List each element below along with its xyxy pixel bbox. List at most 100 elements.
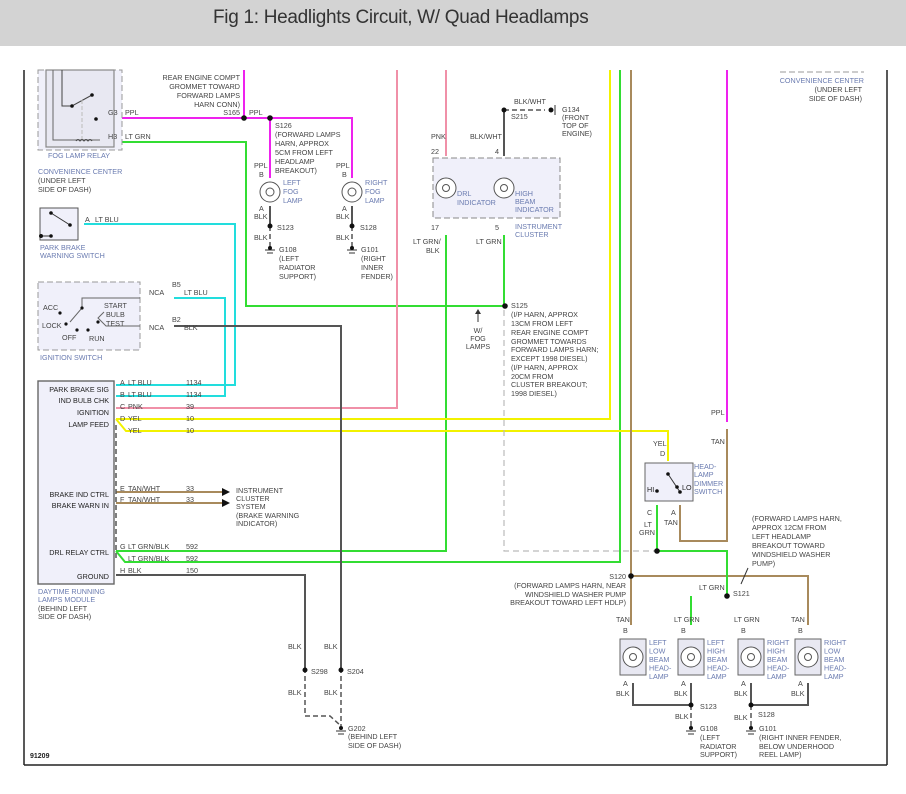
splice-s165[interactable]	[241, 115, 247, 121]
svg-text:13CM FROM LEFT: 13CM FROM LEFT	[511, 319, 574, 328]
svg-text:592: 592	[186, 554, 198, 563]
svg-text:(FRONT: (FRONT	[562, 113, 590, 122]
splice-s128-fog[interactable]	[349, 223, 355, 229]
svg-text:SIDE OF DASH): SIDE OF DASH)	[348, 741, 401, 750]
svg-text:PPL: PPL	[336, 161, 350, 170]
splice-s298[interactable]	[302, 667, 308, 673]
svg-text:A: A	[120, 378, 125, 387]
splice-s204[interactable]	[338, 667, 344, 673]
ignition-switch[interactable]: ACC LOCK OFF RUN START BULB TEST IGNITIO…	[37, 281, 141, 362]
svg-text:BREAKOUT TOWARD: BREAKOUT TOWARD	[752, 541, 825, 550]
ground-g202: G202 (BEHIND LEFT SIDE OF DASH)	[336, 724, 401, 750]
left-fog-lamp[interactable]: PPL B LEFT FOG LAMP A BLK	[254, 161, 303, 221]
right-fog-lamp[interactable]: PPL B RIGHT FOG LAMP A BLK	[336, 161, 388, 221]
svg-text:W/: W/	[474, 326, 483, 335]
svg-text:RUN: RUN	[89, 334, 105, 343]
wires	[84, 70, 809, 706]
headlamp-dimmer-switch[interactable]: HI LO HEAD- LAMP DIMMER SWITCH	[644, 462, 723, 502]
headlamp-label: LAMP	[649, 672, 669, 681]
svg-text:BREAKOUT): BREAKOUT)	[275, 166, 317, 175]
svg-text:GROMMET TOWARD: GROMMET TOWARD	[169, 82, 240, 91]
figure-header: Fig 1: Headlights Circuit, W/ Quad Headl…	[0, 0, 906, 46]
svg-text:HIGH: HIGH	[515, 189, 533, 198]
svg-text:SUPPORT): SUPPORT)	[700, 750, 737, 759]
headlamp-label: LAMP	[824, 672, 844, 681]
svg-text:DRL: DRL	[457, 189, 471, 198]
headlamp-label: HEAD-	[707, 664, 730, 673]
wire-label: BLK	[791, 689, 805, 698]
svg-text:BLK: BLK	[336, 212, 350, 221]
fog-lamp-relay-box[interactable]	[45, 69, 115, 148]
splice-s123-fog[interactable]	[267, 223, 273, 229]
svg-text:LO: LO	[682, 483, 692, 492]
wire-tan-s120	[631, 575, 809, 625]
ign-pin-b5: B5	[172, 280, 181, 289]
pin-label: B	[798, 626, 803, 635]
svg-text:RADIATOR: RADIATOR	[279, 263, 315, 272]
svg-text:A: A	[85, 215, 90, 224]
splice-s215[interactable]	[501, 107, 507, 113]
svg-text:DIMMER: DIMMER	[694, 479, 723, 488]
splice-s123-hl[interactable]	[688, 702, 694, 708]
headlamp-label: LEFT	[649, 638, 667, 647]
svg-text:REEL LAMP): REEL LAMP)	[759, 750, 801, 759]
svg-text:20CM FROM: 20CM FROM	[511, 372, 553, 381]
splice-dimmer-junction[interactable]	[654, 548, 660, 554]
svg-text:DRL RELAY CTRL: DRL RELAY CTRL	[49, 548, 109, 557]
relay-contact-dot	[90, 93, 94, 97]
pin-label: B	[741, 626, 746, 635]
relay-terminal-dot	[94, 117, 98, 121]
park-brake-switch[interactable]: A LT BLU PARK BRAKE WARNING SWITCH	[39, 207, 119, 260]
wire-pnk	[116, 70, 398, 409]
svg-text:39: 39	[186, 402, 194, 411]
svg-text:LAMPS: LAMPS	[466, 342, 491, 351]
svg-text:BEAM: BEAM	[515, 197, 535, 206]
svg-text:LT GRN/BLK: LT GRN/BLK	[128, 554, 169, 563]
svg-text:A: A	[259, 204, 264, 213]
wire-blk-hl-left	[632, 683, 692, 706]
svg-text:S165: S165	[223, 108, 240, 117]
splice-s128-hl-label: S128	[758, 710, 775, 719]
svg-text:LT BLU: LT BLU	[128, 390, 152, 399]
svg-text:HEAD-: HEAD-	[694, 462, 717, 471]
svg-text:B: B	[120, 390, 125, 399]
wire-label: BLK	[288, 642, 302, 651]
svg-text:(LEFT: (LEFT	[279, 254, 300, 263]
splice-s120[interactable]	[628, 573, 634, 579]
splice-s126[interactable]	[267, 115, 273, 121]
svg-text:IND BULB CHK: IND BULB CHK	[59, 396, 110, 405]
svg-text:YEL: YEL	[128, 426, 142, 435]
svg-text:5: 5	[495, 223, 499, 232]
ign-circuit-nca: NCA	[149, 288, 164, 297]
wire-label: BLK	[324, 642, 338, 651]
wire-ltgrn-h3	[106, 141, 504, 307]
svg-text:LT GRN/BLK: LT GRN/BLK	[128, 542, 169, 551]
fog-lamp-relay-label: FOG LAMP RELAY	[48, 151, 110, 160]
dimmer-wire-yel: YEL	[653, 439, 667, 448]
svg-text:(RIGHT INNER FENDER,: (RIGHT INNER FENDER,	[759, 733, 842, 742]
svg-text:B: B	[342, 170, 347, 179]
arrow-up-icon	[475, 309, 481, 314]
svg-text:A: A	[342, 204, 347, 213]
bulb-icon	[259, 181, 281, 203]
drl-module-loc-2: SIDE OF DASH)	[38, 612, 91, 621]
svg-text:B: B	[259, 170, 264, 179]
splice-s125[interactable]	[502, 303, 508, 309]
splice-s121-label: S121	[733, 589, 750, 598]
splice-s128-hl[interactable]	[748, 702, 754, 708]
svg-text:C: C	[120, 402, 125, 411]
svg-text:LAMP: LAMP	[365, 196, 385, 205]
high-beam-indicator[interactable]: HIGH BEAM INDICATOR BLK/WHT 4 5 LT GRN	[470, 132, 554, 246]
fog-lamps-note: W/ FOG LAMPS	[466, 309, 491, 351]
svg-text:CLUSTER BREAKOUT;: CLUSTER BREAKOUT;	[511, 380, 587, 389]
drl-indicator[interactable]: DRL INDICATOR PNK 22 17 LT GRN/ BLK	[413, 132, 496, 255]
svg-text:GROUND: GROUND	[77, 572, 109, 581]
drl-module-box[interactable]	[37, 380, 115, 585]
splice-s121[interactable]	[724, 593, 730, 599]
svg-text:BLK: BLK	[254, 212, 268, 221]
